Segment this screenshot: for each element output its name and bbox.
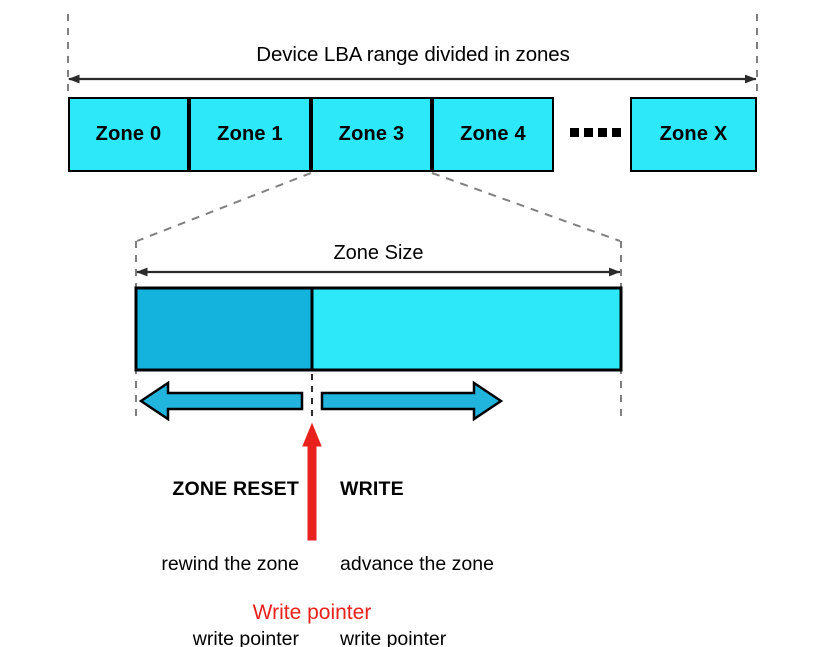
write-pointer-label-line1: Write pointer xyxy=(252,601,372,624)
zone-box-label: Zone X xyxy=(659,123,728,145)
write-pointer-position-label: Write pointer position xyxy=(182,538,442,647)
zone-reset-title: ZONE RESET xyxy=(172,478,299,500)
write-pointer-red-arrow xyxy=(302,422,322,541)
zone-box-0[interactable]: Zone 0 xyxy=(68,97,189,172)
zone-reset-description: ZONE RESET rewind the zone write pointer xyxy=(18,427,299,647)
zone-reset-line2: write pointer xyxy=(192,628,299,647)
zone-box-label: Zone 4 xyxy=(460,123,526,145)
zone-detail-bar xyxy=(134,286,623,372)
write-description: WRITE advance the zone write pointer xyxy=(340,427,640,647)
write-block-arrow xyxy=(320,380,504,422)
callout-right-line xyxy=(431,172,621,242)
zone-box-x[interactable]: Zone X xyxy=(630,97,757,172)
zone-reset-line1: rewind the zone xyxy=(161,553,299,575)
zone-box-label: Zone 0 xyxy=(95,123,162,145)
ellipsis-dot xyxy=(584,128,593,137)
zone-reset-block-arrow xyxy=(138,380,304,422)
callout-left-line xyxy=(136,172,312,242)
zone-size-caption: Zone Size xyxy=(333,242,424,264)
zone-box-label: Zone 3 xyxy=(338,123,405,145)
zone-written-region xyxy=(134,286,314,372)
zone-box-4[interactable]: Zone 4 xyxy=(432,97,554,172)
lba-range-caption: Device LBA range divided in zones xyxy=(256,43,570,66)
zone-unwritten-region xyxy=(310,286,623,372)
zone-box-3[interactable]: Zone 3 xyxy=(311,97,432,172)
ellipsis-dot xyxy=(598,128,607,137)
write-line1: advance the zone xyxy=(340,553,494,575)
ellipsis-dot xyxy=(612,128,621,137)
zone-box-label: Zone 1 xyxy=(217,123,283,145)
write-title: WRITE xyxy=(340,478,404,500)
write-line2: write pointer xyxy=(340,628,447,647)
zone-box-1[interactable]: Zone 1 xyxy=(189,97,311,172)
ellipsis-dot xyxy=(570,128,579,137)
